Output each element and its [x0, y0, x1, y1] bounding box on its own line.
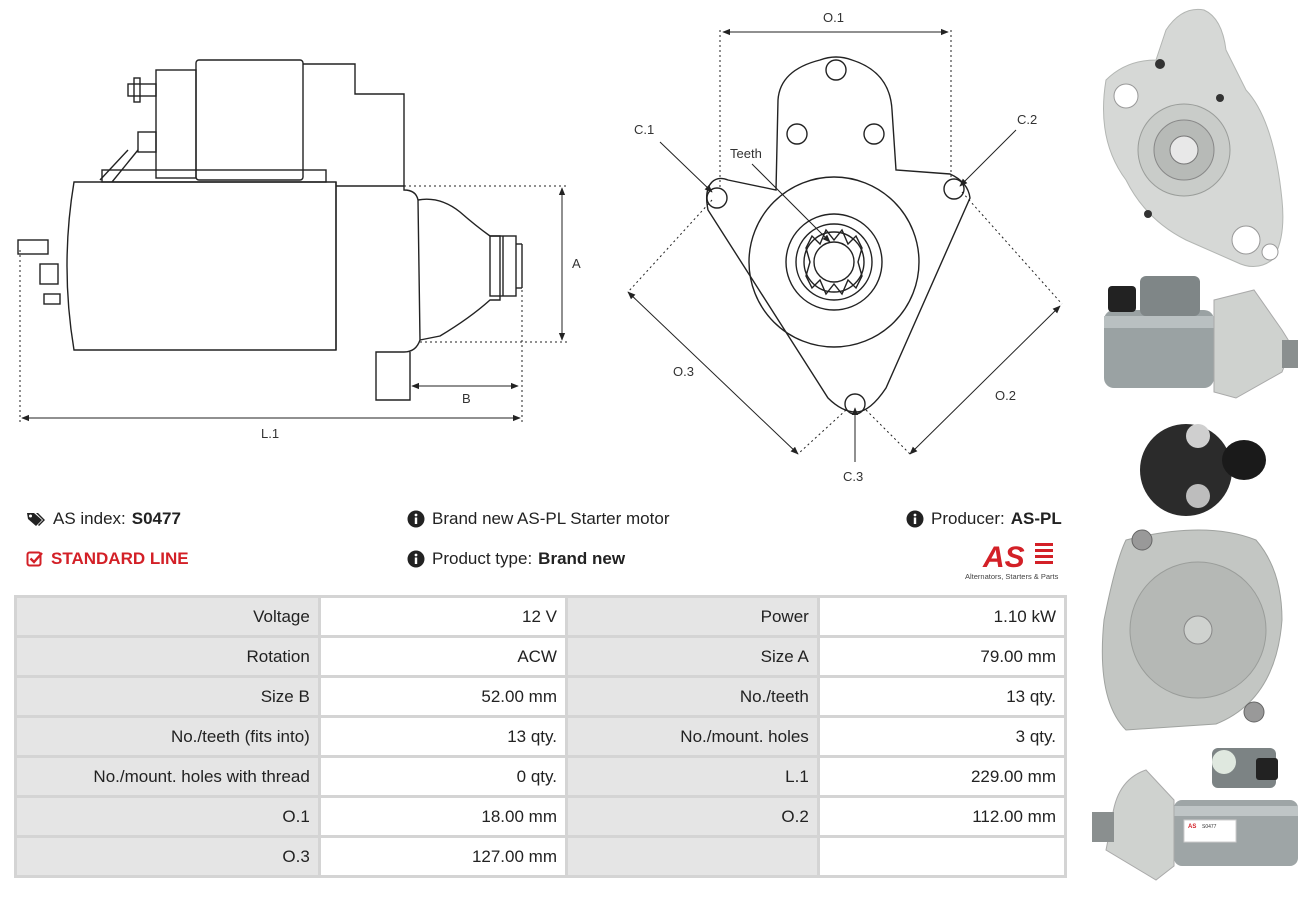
product-photos: AS S0477 [1086, 0, 1309, 898]
info-icon [407, 550, 425, 568]
spec-label: No./teeth (fits into) [17, 718, 318, 755]
dim-label-b: B [462, 391, 471, 406]
as-index-value: S0477 [131, 509, 181, 528]
dim-label-teeth: Teeth [730, 146, 762, 161]
dim-label-a: A [572, 256, 581, 271]
description-text: Brand new AS-PL Starter motor [432, 509, 670, 528]
info-icon [906, 510, 924, 528]
spec-value: 13 qty. [320, 718, 565, 755]
spec-label: No./teeth [567, 678, 817, 715]
side-view [17, 59, 523, 401]
dim-label-o3: O.3 [673, 364, 694, 379]
dim-label-c1: C.1 [634, 122, 654, 137]
dim-label-o1: O.1 [823, 10, 844, 25]
product-type: Product type: Brand new [407, 549, 625, 569]
photo-front-flange [1103, 8, 1284, 267]
producer: Producer: AS-PL [906, 509, 1062, 529]
spec-value: 112.00 mm [819, 798, 1064, 835]
checkbox-checked-icon [26, 551, 43, 567]
spec-value [819, 838, 1064, 875]
spec-label: Power [567, 598, 817, 635]
photo-labeled: AS S0477 [1092, 748, 1298, 881]
spec-value: ACW [320, 638, 565, 675]
tags-icon [27, 513, 45, 526]
logo-tagline: Alternators, Starters & Parts [965, 572, 1059, 581]
spec-value: 79.00 mm [819, 638, 1064, 675]
spec-value: 3 qty. [819, 718, 1064, 755]
spec-label: O.2 [567, 798, 817, 835]
photo-product-label: S0477 [1202, 824, 1217, 830]
spec-value: 127.00 mm [320, 838, 565, 875]
spec-value: 0 qty. [320, 758, 565, 795]
spec-label: L.1 [567, 758, 817, 795]
logo-svg: AS Alternators, Starters & Parts [965, 541, 1059, 581]
spec-label: Rotation [17, 638, 318, 675]
front-view-dimensions [627, 28, 1063, 462]
standard-line-label: STANDARD LINE [51, 549, 189, 568]
table-row: No./teeth (fits into)13 qty.No./mount. h… [17, 718, 1064, 755]
as-index-label: AS index: [53, 509, 126, 528]
dim-label-c3: C.3 [843, 469, 863, 484]
product-type-value: Brand new [538, 549, 626, 568]
spec-label: No./mount. holes [567, 718, 817, 755]
dim-label-l1: L.1 [261, 426, 279, 441]
spec-value: 1.10 kW [819, 598, 1064, 635]
spec-value: 52.00 mm [320, 678, 565, 715]
side-view-dimensions [19, 185, 568, 425]
spec-label: O.3 [17, 838, 318, 875]
logo-text: AS [982, 541, 1025, 574]
spec-value: 18.00 mm [320, 798, 565, 835]
product-type-label: Product type: [432, 549, 533, 568]
producer-label: Producer: [931, 509, 1005, 528]
photo-logo-text: AS [1188, 824, 1196, 830]
spec-label: No./mount. holes with thread [17, 758, 318, 795]
spec-label: Voltage [17, 598, 318, 635]
description: Brand new AS-PL Starter motor [407, 509, 669, 529]
dim-label-c2: C.2 [1017, 112, 1037, 127]
front-view [705, 56, 971, 415]
standard-line: STANDARD LINE [26, 549, 189, 569]
spec-label: Size A [567, 638, 817, 675]
as-pl-logo: AS Alternators, Starters & Parts [963, 539, 1069, 583]
spec-value: 229.00 mm [819, 758, 1064, 795]
drawing-svg: A B L.1 [17, 10, 1063, 484]
info-icon [407, 510, 425, 528]
as-index: AS index: S0477 [26, 509, 181, 529]
producer-value: AS-PL [1010, 509, 1062, 528]
spec-value: 12 V [320, 598, 565, 635]
photo-side [1104, 276, 1298, 399]
dim-label-o2: O.2 [995, 388, 1016, 403]
technical-drawing: A B L.1 [0, 0, 1080, 495]
photos-svg: AS S0477 [1092, 8, 1298, 881]
spec-value: 13 qty. [819, 678, 1064, 715]
spec-label: O.1 [17, 798, 318, 835]
photo-rear [1101, 424, 1283, 731]
spec-label: Size B [17, 678, 318, 715]
spec-label [567, 838, 817, 875]
